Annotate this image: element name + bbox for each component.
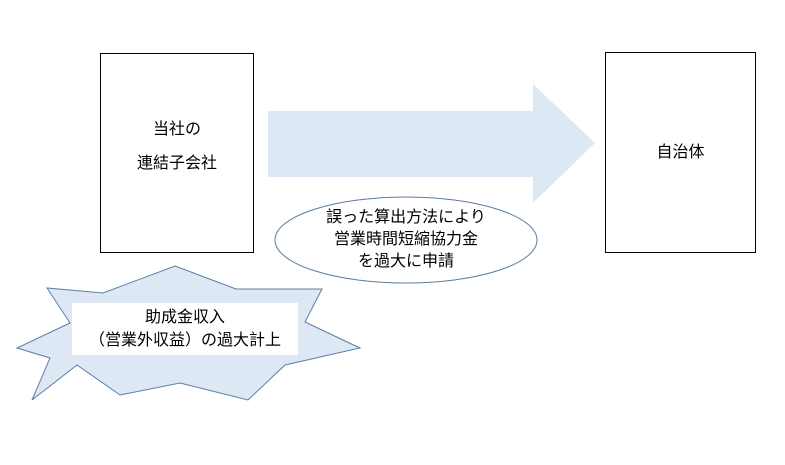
callout-line-1: 誤った算出方法により bbox=[326, 209, 486, 226]
starburst-line-1: 助成金収入 bbox=[144, 309, 225, 326]
callout-line-3: を過大に申請 bbox=[357, 253, 454, 270]
starburst-line-2: （営業外収益）の過大計上 bbox=[88, 332, 281, 349]
callout-ellipse-shape bbox=[274, 196, 538, 284]
subsidiary-box-label-line-2: 連結子会社 bbox=[136, 155, 217, 172]
municipality-box: 自治体 bbox=[605, 52, 756, 253]
callout-line-2: 営業時間短縮協力金 bbox=[333, 231, 478, 248]
subsidiary-box: 当社の 連結子会社 bbox=[100, 53, 254, 253]
starburst-textbox: 助成金収入 （営業外収益）の過大計上 bbox=[72, 303, 298, 355]
municipality-box-label: 自治体 bbox=[656, 143, 705, 161]
subsidiary-box-label-line-1: 当社の bbox=[152, 121, 201, 138]
subsidiary-box-label: 当社の 連結子会社 bbox=[137, 113, 217, 181]
right-arrow-icon bbox=[268, 84, 595, 203]
callout-ellipse-text: 誤った算出方法により 営業時間短縮協力金 を過大に申請 bbox=[275, 207, 537, 273]
